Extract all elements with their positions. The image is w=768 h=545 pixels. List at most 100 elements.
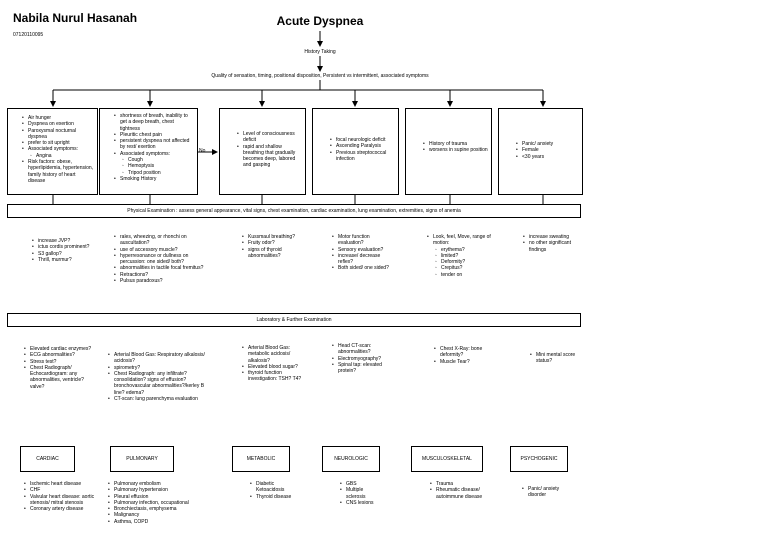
list-item: no other significant findings <box>523 240 571 253</box>
list-item: Pulsus paradoxus? <box>114 278 204 285</box>
list-item: rales, wheezing, or rhonchi on auscultat… <box>114 234 204 247</box>
list-item-text: Pulmonary embolism <box>114 481 161 487</box>
list-item: Air hunger <box>22 115 94 122</box>
list-item-text: rales, wheezing, or rhonchi on auscultat… <box>120 234 187 247</box>
list-item: CNS lesions <box>340 500 383 507</box>
history-box-pulmonary: shortness of breath, inability to get a … <box>99 108 198 195</box>
list-item-text: Chest Radiograph: any infiltrate? consol… <box>114 370 205 396</box>
list-item: Panic/ anxiety <box>516 141 579 148</box>
list-item-text: Pleuritic chest pain <box>120 131 162 138</box>
history-list: Air hungerDyspnea on exertionParoxysmal … <box>20 115 94 184</box>
author-name: Nabila Nurul Hasanah <box>13 11 138 25</box>
sub-list: erythema?limited?Deformity?Crepitus?tend… <box>433 247 493 279</box>
lab-exam-bar: Laboratory & Further Examination <box>7 313 581 327</box>
lab-list: Head CT-scan: abnormalities?Electromyogr… <box>330 343 400 374</box>
lab-exam-text: Laboratory & Further Examination <box>256 317 332 323</box>
list-item-text: Chest Radiograph/ Echocardiogram: any ab… <box>30 364 84 390</box>
list-item: Retractions? <box>114 271 204 279</box>
list-item-text: spirometry? <box>114 364 141 371</box>
exam-list: increase sweatingno other significant fi… <box>521 234 571 253</box>
list-item-text: use of accessory muscle? <box>120 246 178 253</box>
list-item: Spinal tap: elevated protein? <box>332 362 400 375</box>
list-item: Associated symptoms:CoughHemoptysisTripo… <box>114 151 194 176</box>
list-item: ECG abnormalities? <box>24 352 94 359</box>
list-item: increase JVP? <box>32 238 92 245</box>
list-item: CT-scan: lung parenchyma evaluation <box>108 396 206 403</box>
exam-list: increase JVP?ictus cordis prominent?S3 g… <box>30 238 92 263</box>
list-item-text: Coronary artery disease <box>30 506 84 513</box>
list-item-text: Pulsus paradoxus? <box>120 278 163 285</box>
lab-col-psychogenic: Mini mental score status? <box>528 352 578 365</box>
lab-list: Arterial Blood Gas: Respiratory alkalosi… <box>106 352 206 403</box>
list-item: Pleural effusion <box>108 493 206 501</box>
list-item-text: Female <box>522 147 539 154</box>
list-item-text: CHF <box>30 487 41 494</box>
category-pulmonary: PULMONARY <box>110 446 174 472</box>
list-item: Coronary artery disease <box>24 506 114 513</box>
list-item: Valvular heart disease: aortic stenosis/… <box>24 493 114 507</box>
category-cardiac: CARDIAC <box>20 446 75 472</box>
list-item: worsens in supine position <box>423 147 488 154</box>
list-item: History of trauma <box>423 141 488 148</box>
history-box-psychogenic: Panic/ anxietyFemale<30 years <box>498 108 583 195</box>
list-item-text: Previous streptococcal infection <box>336 149 387 162</box>
list-item: Thrill, murmur? <box>32 257 92 264</box>
sub-list: CoughHemoptysisTripod position <box>120 157 194 176</box>
sub-list-item: Cough <box>122 157 194 164</box>
list-item-text: Fruity odor? <box>248 240 275 247</box>
list-item: signs of thyroid abnormalities? <box>242 247 300 260</box>
list-item-text: Trauma <box>436 481 454 487</box>
list-item-text: Dyspnea on exertion <box>28 121 74 128</box>
list-item-text: Pleural effusion <box>114 493 149 500</box>
list-item: Elevated blood sugar? <box>242 364 310 371</box>
list-item-text: Chest X-Ray: bone deformity? <box>440 346 483 359</box>
exam-col-pulmonary: rales, wheezing, or rhonchi on auscultat… <box>112 234 204 285</box>
list-item: Smoking History <box>114 176 194 183</box>
list-item-text: Retractions? <box>120 271 149 278</box>
lab-list: Elevated cardiac enzymes?ECG abnormaliti… <box>22 346 94 390</box>
category-label: NEUROLOGIC <box>334 456 368 462</box>
category-psychogenic: PSYCHOGENIC <box>510 446 568 472</box>
list-item-text: History of trauma <box>429 141 468 147</box>
list-item-text: Both sided/ one sided? <box>338 265 389 272</box>
list-item-text: Electromyography? <box>338 355 382 362</box>
list-item: Level of consciousness deficit <box>237 131 302 144</box>
list-item: Stress test? <box>24 358 94 366</box>
dx-list: Diabetic KetoacidosisThyroid disease <box>248 481 298 500</box>
list-item-text: Elevated cardiac enzymes? <box>30 346 92 352</box>
list-item-text: no other significant findings <box>529 240 571 253</box>
list-item-text: Pulmonary infection, occupational <box>114 499 189 506</box>
list-item-text: focal neurologic deficit <box>336 137 386 143</box>
list-item-text: Arterial Blood Gas: Respiratory alkalosi… <box>114 352 205 365</box>
list-item: Chest X-Ray: bone deformity? <box>434 346 492 359</box>
history-list: Panic/ anxietyFemale<30 years <box>514 141 579 160</box>
list-item-text: CT-scan: lung parenchyma evaluation <box>114 396 198 403</box>
list-item-text: Look, feel, Move, range of motion: <box>433 234 491 247</box>
category-musculoskeletal: MUSCULOSKELETAL <box>411 446 483 472</box>
dx-col-metabolic: Diabetic KetoacidosisThyroid disease <box>248 481 298 500</box>
list-item-text: Bronchiectasis, emphysema <box>114 506 177 513</box>
sub-list-item: Tripod position <box>122 170 194 177</box>
history-list: Level of consciousness deficitrapid and … <box>235 131 302 169</box>
list-item: Rheumatic disease/ autoimmune disease <box>430 487 488 500</box>
list-item-text: Valvular heart disease: aortic stenosis/… <box>30 493 95 506</box>
list-item-text: Stress test? <box>30 358 57 365</box>
list-item: Fruity odor? <box>242 240 300 247</box>
list-item-text: Ischemic heart disease <box>30 481 82 487</box>
history-list: shortness of breath, inability to get a … <box>112 113 194 183</box>
list-item: thyroid function investigation: TSH? T4? <box>242 370 310 383</box>
list-item: Look, feel, Move, range of motion:erythe… <box>427 234 493 279</box>
category-neurologic: NEUROLOGIC <box>322 446 380 472</box>
lab-list: Mini mental score status? <box>528 352 578 365</box>
list-item: Chest Radiograph: any infiltrate? consol… <box>108 370 206 396</box>
list-item: Pleuritic chest pain <box>114 131 194 139</box>
list-item: Multiple sclerosis <box>340 487 383 500</box>
exam-col-neurologic: Motor function evaluation?Sensory evalua… <box>330 234 392 272</box>
list-item-text: increase sweating <box>529 234 570 240</box>
dx-col-psychogenic: Panic/ anxiety disorder <box>520 486 575 499</box>
list-item-text: abnormalities in tactile focal fremitus? <box>120 265 204 272</box>
dx-list: Pulmonary embolismPulmonary hypertension… <box>106 481 206 525</box>
list-item-text: Head CT-scan: abnormalities? <box>338 343 372 356</box>
list-item-text: Arterial Blood Gas: metabolic acidosis/ … <box>248 345 291 364</box>
